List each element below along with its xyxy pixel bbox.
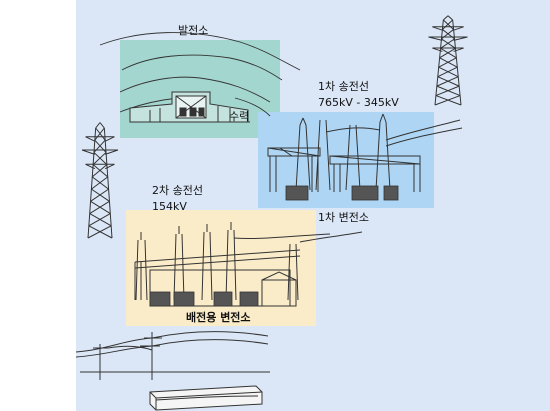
- distribution-substation-panel: [126, 210, 316, 326]
- distribution-substation-label: 배전용 변전소: [186, 311, 251, 324]
- primary-voltage-label: 765kV - 345kV: [318, 96, 399, 109]
- substation-frame-icon: [267, 113, 463, 192]
- transformer-icon: [285, 185, 399, 201]
- hills: [99, 32, 301, 117]
- primary-substation-panel: [258, 112, 434, 208]
- transmission-tower-icon: [428, 15, 468, 106]
- hydro-dam-icon: [129, 91, 250, 123]
- primary-transmission-label: 1차 송전선: [318, 80, 369, 93]
- secondary-voltage-label: 154kV: [152, 200, 187, 213]
- distribution-substation-frames: [134, 222, 363, 307]
- primary-substation-label: 1차 변전소: [318, 211, 369, 224]
- utility-pole-icon: [75, 331, 270, 380]
- secondary-transmission-label: 2차 송전선: [152, 184, 203, 197]
- cable-duct-icon: [149, 385, 263, 411]
- hydro-label: 수력: [229, 110, 250, 123]
- transformer-icon: [149, 291, 259, 307]
- transmission-tower-icon: [81, 122, 119, 239]
- power-plant-label: 발전소: [178, 24, 209, 37]
- transmission-towers: [81, 15, 468, 239]
- power-plant-panel: [120, 40, 280, 138]
